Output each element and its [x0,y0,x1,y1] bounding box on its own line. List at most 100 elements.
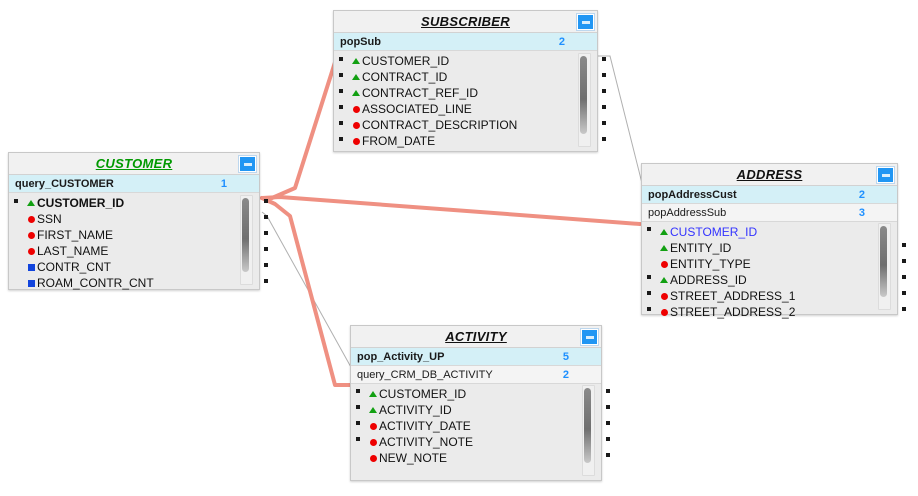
port-left[interactable] [14,199,18,203]
field-row[interactable]: CUSTOMER_ID [642,224,897,240]
key-triangle-icon-shape [660,277,668,283]
entity-title-bar[interactable]: ADDRESS [642,164,897,186]
port-right[interactable] [902,291,906,295]
field-row[interactable]: STREET_ADDRESS_1 [642,288,897,304]
field-row[interactable]: NEW_NOTE [351,450,601,466]
port-right[interactable] [606,437,610,441]
key-triangle-icon [659,229,669,235]
port-right[interactable] [606,421,610,425]
port-right[interactable] [264,247,268,251]
scrollbar-thumb[interactable] [880,226,887,297]
port-right[interactable] [902,243,906,247]
field-list-scrollbar[interactable] [578,53,591,147]
minimize-icon[interactable] [238,155,257,173]
field-row[interactable]: FIRST_NAME [9,227,259,243]
attribute-dot-icon [368,422,378,430]
link-customer-to-activity[interactable] [260,196,354,387]
entity-title-bar[interactable]: ACTIVITY [351,326,601,348]
attribute-dot-icon [659,308,669,316]
field-label: LAST_NAME [37,244,109,258]
field-row[interactable]: ADDRESS_ID [642,272,897,288]
attribute-dot-icon-shape [352,137,360,145]
port-right[interactable] [602,121,606,125]
entity-title-bar[interactable]: CUSTOMER [9,153,259,175]
field-row[interactable]: ENTITY_TYPE [642,256,897,272]
field-row[interactable]: ACTIVITY_NOTE [351,434,601,450]
port-right[interactable] [606,405,610,409]
port-right[interactable] [602,73,606,77]
field-label: CONTRACT_REF_ID [362,86,479,100]
port-right[interactable] [602,137,606,141]
port-left[interactable] [339,105,343,109]
field-list-scrollbar[interactable] [240,195,253,285]
field-row[interactable]: LAST_NAME [9,243,259,259]
field-row[interactable]: CUSTOMER_ID [351,386,601,402]
field-row[interactable]: CONTR_CNT [9,259,259,275]
field-row[interactable]: CONTRACT_REF_ID [334,85,597,101]
port-left[interactable] [339,57,343,61]
field-row[interactable]: ROAM_CONTR_CNT [9,275,259,291]
entity-title-bar[interactable]: SUBSCRIBER [334,11,597,33]
port-right[interactable] [264,199,268,203]
port-right[interactable] [264,263,268,267]
port-left[interactable] [356,405,360,409]
minimize-icon[interactable] [876,166,895,184]
port-left[interactable] [339,121,343,125]
field-row[interactable]: SSN [9,211,259,227]
port-right[interactable] [264,231,268,235]
port-left[interactable] [647,307,651,311]
port-left[interactable] [356,437,360,441]
port-left[interactable] [647,275,651,279]
port-right[interactable] [602,57,606,61]
link-customer-to-subscriber[interactable] [260,54,339,200]
mapping-name: query_CUSTOMER [15,177,114,190]
port-right[interactable] [264,279,268,283]
key-triangle-icon-shape [352,74,360,80]
port-right[interactable] [602,89,606,93]
link-customer-to-activity-query[interactable] [261,211,358,370]
port-right[interactable] [606,389,610,393]
field-row[interactable]: STREET_ADDRESS_2 [642,304,897,320]
port-right[interactable] [602,105,606,109]
field-row[interactable]: FROM_DATE [334,133,597,149]
field-row[interactable]: ACTIVITY_DATE [351,418,601,434]
field-row[interactable]: ENTITY_ID [642,240,897,256]
scrollbar-thumb[interactable] [584,388,591,463]
port-left[interactable] [356,421,360,425]
port-left[interactable] [647,291,651,295]
scrollbar-thumb[interactable] [580,56,587,134]
minimize-icon[interactable] [580,328,599,346]
field-row[interactable]: CUSTOMER_ID [9,195,259,211]
link-customer-to-address[interactable] [260,195,642,226]
port-left[interactable] [356,389,360,393]
port-right[interactable] [902,275,906,279]
field-list-scrollbar[interactable] [878,223,891,310]
port-left[interactable] [647,227,651,231]
port-left[interactable] [339,89,343,93]
port-right[interactable] [264,215,268,219]
field-row[interactable]: CONTRACT_ID [334,69,597,85]
field-row[interactable]: ASSOCIATED_LINE [334,101,597,117]
port-left[interactable] [339,137,343,141]
field-row[interactable]: CONTRACT_DESCRIPTION [334,117,597,133]
minimize-icon[interactable] [576,13,595,31]
port-right[interactable] [902,259,906,263]
field-row[interactable]: ACTIVITY_ID [351,402,601,418]
port-left[interactable] [339,73,343,77]
port-right[interactable] [902,307,906,311]
scrollbar-thumb[interactable] [242,198,249,272]
port-right[interactable] [606,453,610,457]
field-row[interactable]: CUSTOMER_ID [334,53,597,69]
field-list-scrollbar[interactable] [582,385,595,476]
